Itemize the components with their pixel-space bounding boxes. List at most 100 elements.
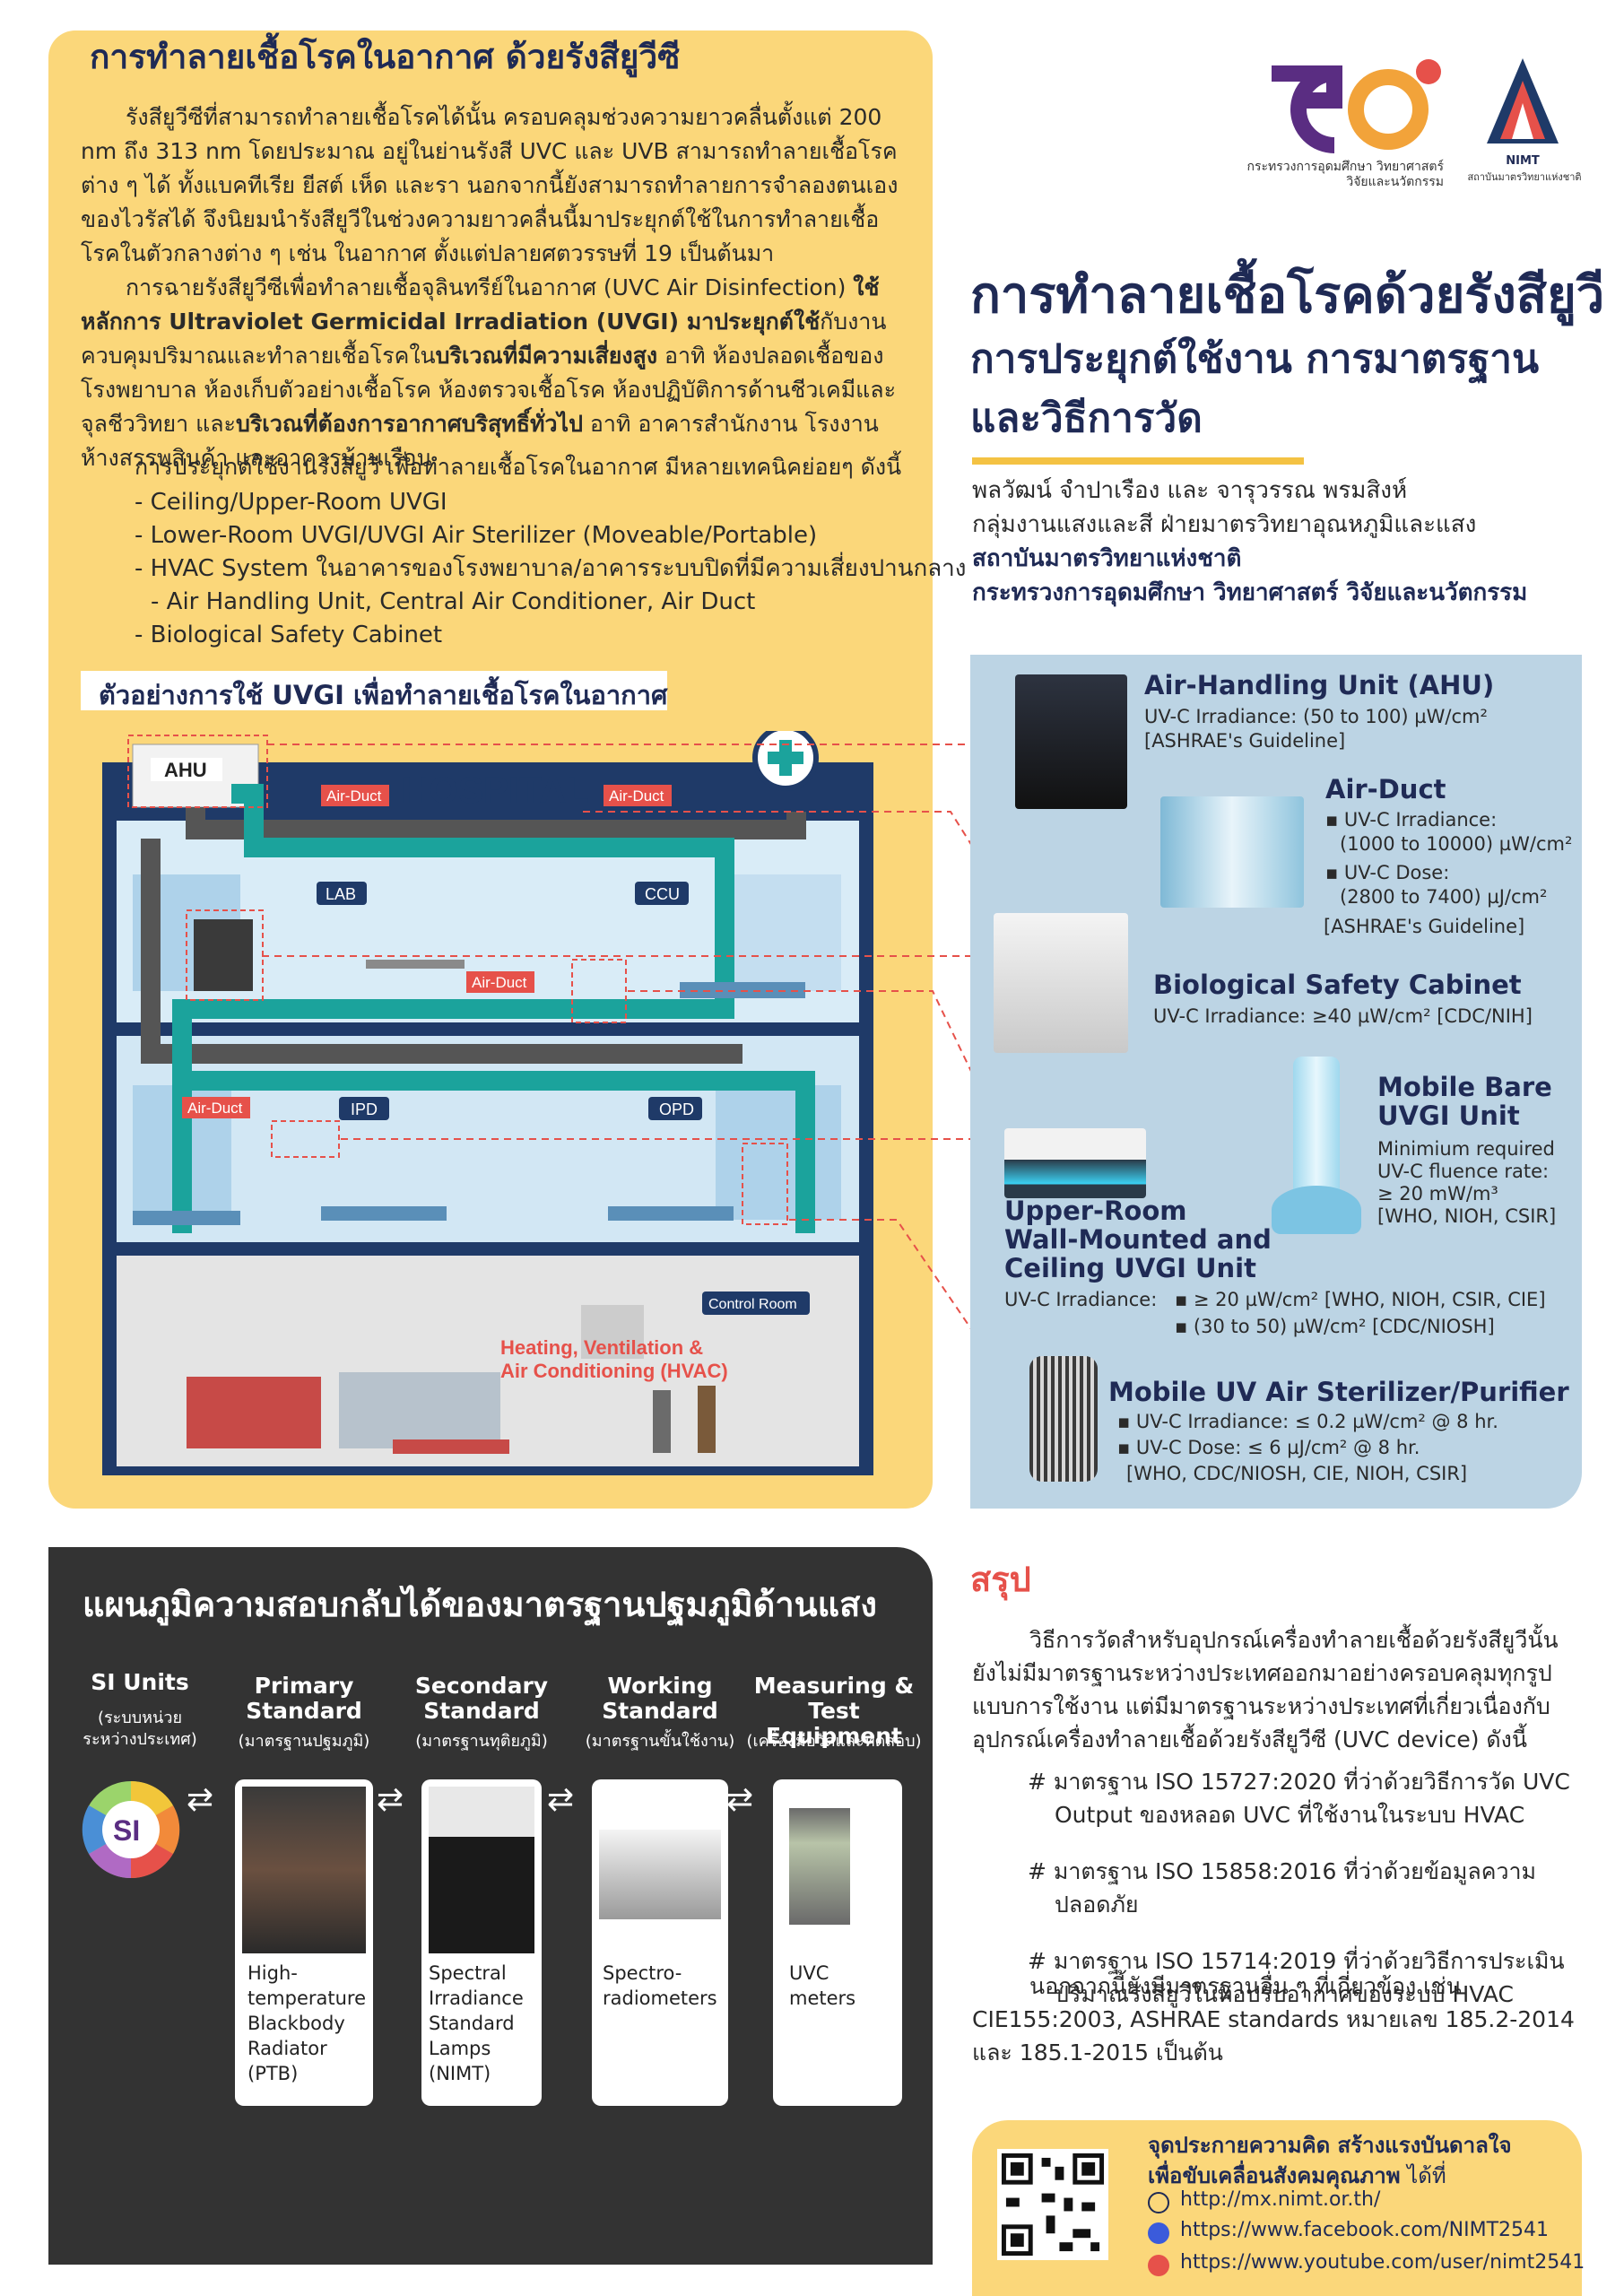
subtitle-line-2: และวิธีการวัด	[970, 396, 1203, 441]
window	[716, 1085, 841, 1220]
working-standard-card	[592, 1779, 728, 2106]
column-sub-secondary: (มาตรฐานทุติยภูมิ)	[415, 1732, 548, 1751]
air-duct-tag	[321, 785, 389, 806]
mobile-bare-spec-3: ≥ 20 mW/m³	[1377, 1183, 1498, 1205]
room-tag-ccu: CCU	[645, 885, 680, 903]
air-duct-tag-label: Air-Duct	[187, 1100, 243, 1117]
ministry-name: กระทรวงการอุดมศึกษา วิทยาศาสตร์ วิจัยและ…	[972, 579, 1528, 606]
list-item: HVAC System ในอาคารของโรงพยาบาล/อาคารระบ…	[135, 552, 967, 586]
ahu-image	[1015, 674, 1127, 809]
hvac-tanks	[393, 1439, 509, 1454]
air-duct-spec-2: (1000 to 10000) µW/cm²	[1340, 833, 1573, 855]
uv-intro-paragraph: รังสียูวีซีที่สามารถทำลายเชื้อโรคได้นั้น…	[81, 104, 899, 266]
uvgi-paragraph: การฉายรังสียูวีซีเพื่อทำลายเชื้อจุลินทรี…	[81, 271, 906, 475]
column-sub-si-2: ระหว่างประเทศ)	[83, 1730, 197, 1749]
arrows-icon: ⇄	[187, 1781, 214, 1818]
bed	[608, 1206, 734, 1221]
traceability-title: แผนภูมิความสอบกลับได้ของมาตรฐานปฐมภูมิด้…	[83, 1585, 877, 1624]
para2-part-c: กับงานควบคุมปริมาณและทำลายเชื้อโรคใน	[81, 309, 887, 369]
working-standard-text: Spectro- radiometers	[603, 1962, 717, 2009]
floor-slab	[117, 1022, 859, 1036]
list-item: Ceiling/Upper-Room UVGI	[135, 486, 966, 519]
duct-grey	[141, 839, 743, 1064]
hvac-label: Heating, Ventilation & Air Conditioning …	[500, 1336, 728, 1382]
hospital-illustration: AHU HOSPITAL Air-Duct Air-Duct Air-Duct …	[102, 731, 873, 1475]
mobile-sterilizer-spec-1: ▪ UV-C Irradiance: ≤ 0.2 µW/cm² @ 8 hr.	[1117, 1411, 1498, 1432]
uv-air-title: การทำลายเชื้อโรคในอากาศ ด้วยรังสียูวีซี	[90, 38, 681, 76]
title-underline	[972, 457, 1304, 465]
air-duct-spec-3: ▪ UV-C Dose:	[1325, 862, 1450, 883]
list-item: มาตรฐาน ISO 15714:2019 ที่ว่าด้วยวิธีการ…	[1028, 1944, 1584, 2011]
upper-room-spec-label: UV-C Irradiance:	[1004, 1289, 1158, 1310]
air-duct-title: Air-Duct	[1325, 774, 1446, 804]
highlight-box	[127, 735, 268, 808]
bed	[680, 982, 805, 998]
applications-intro: การประยุกต์ใช้งานรังสียูวี เพื่อทำลายเชื…	[135, 454, 902, 480]
upper-room-spec-1: ▪ ≥ 20 µW/cm² [WHO, NIOH, CSIR, CIE]	[1175, 1289, 1546, 1310]
uvgi-device	[581, 1305, 644, 1359]
ministry-logo	[1272, 59, 1441, 153]
air-duct-tag	[466, 971, 534, 993]
mobile-sterilizer-spec-2: ▪ UV-C Dose: ≤ 6 µJ/cm² @ 8 hr.	[1117, 1437, 1420, 1458]
highlight-box	[742, 1143, 788, 1225]
ahu-title: Air-Handling Unit (AHU)	[1144, 670, 1495, 700]
upper-room-title-2: Wall-Mounted and	[1004, 1224, 1272, 1255]
lab-desk	[366, 960, 465, 969]
air-duct-tag-label: Air-Duct	[609, 787, 664, 804]
facebook-link[interactable]: https://www.facebook.com/NIMT2541	[1180, 2219, 1550, 2241]
mobile-bare-spec-1: Minimium required	[1377, 1138, 1555, 1160]
room-tag	[339, 1097, 389, 1120]
floor-slab	[117, 1242, 859, 1256]
mobile-bare-source: [WHO, NIOH, CSIR]	[1377, 1205, 1557, 1227]
nimt-label: NIMT	[1506, 154, 1540, 168]
highlight-box	[271, 1120, 340, 1158]
mobile-bare-title-2: UVGI Unit	[1377, 1100, 1520, 1131]
bsc-spec: UV-C Irradiance: ≥40 µW/cm² [CDC/NIH]	[1153, 1005, 1533, 1027]
globe-icon	[1148, 2192, 1169, 2213]
contact-tagline-1: จุดประกายความคิด สร้างแรงบันดาลใจ	[1148, 2133, 1512, 2158]
applications-list: Ceiling/Upper-Room UVGI Lower-Room UVGI/…	[135, 486, 967, 652]
example-label: ตัวอย่างการใช้ UVGI เพื่อทำลายเชื้อโรคใน…	[99, 680, 668, 710]
column-head-primary: Primary Standard	[246, 1673, 362, 1724]
air-duct-spec-4: (2800 to 7400) µJ/cm²	[1340, 886, 1548, 908]
nimt-logo	[1487, 58, 1559, 144]
highlight-box	[571, 959, 627, 1023]
authors: พลวัฒน์ จำปาเรือง และ จารุวรรณ พรมสิงห์	[972, 477, 1408, 504]
para2-part-d: บริเวณที่มีความเสี่ยงสูง	[435, 343, 658, 369]
bsc-image	[994, 913, 1128, 1053]
ahu-source: [ASHRAE's Guideline]	[1144, 730, 1346, 752]
column-head-secondary: Secondary Standard	[414, 1673, 549, 1724]
air-duct-tag-label: Air-Duct	[326, 787, 382, 804]
hospital-name: HOSPITAL	[402, 769, 589, 811]
youtube-link[interactable]: https://www.youtube.com/user/nimt2541	[1180, 2251, 1585, 2274]
website-link[interactable]: http://mx.nimt.or.th/	[1180, 2188, 1381, 2211]
control-room-label: Control Room	[708, 1297, 797, 1312]
example-label-box	[81, 671, 667, 710]
mobile-bare-spec-2: UV-C fluence rate:	[1377, 1161, 1550, 1182]
bed	[133, 1211, 240, 1225]
air-duct-tag	[604, 785, 672, 806]
para2-part-g: อาทิ อาคารสำนักงาน โรงงาน ห้างสรรพสินค้า…	[81, 411, 879, 471]
ahu-label-bg	[151, 758, 222, 781]
ahu-spec: UV-C Irradiance: (50 to 100) µW/cm²	[1144, 706, 1488, 727]
air-duct-spec-1: ▪ UV-C Irradiance:	[1325, 809, 1498, 831]
room-tag-opd: OPD	[659, 1100, 694, 1118]
list-item: Biological Safety Cabinet	[135, 619, 966, 652]
cabinet	[194, 919, 253, 991]
upper-room-uvgi-image	[1004, 1128, 1146, 1198]
column-head-si: SI Units	[91, 1669, 189, 1695]
standards-list: มาตรฐาน ISO 15727:2020 ที่ว่าด้วยวิธีการ…	[1028, 1765, 1584, 2034]
contact-tagline-2: เพื่อขับเคลื่อนสังคมคุณภาพ ได้ที่	[1148, 2158, 1446, 2193]
air-duct-image	[1160, 796, 1304, 908]
air-duct-tag	[182, 1097, 250, 1118]
conclusion-paragraph: วิธีการวัดสำหรับอุปกรณ์เครื่องทำลายเชื้อ…	[972, 1627, 1559, 1752]
blackbody-image	[242, 1787, 366, 1953]
qr-code-icon[interactable]	[997, 2149, 1108, 2260]
engineer	[653, 1390, 671, 1453]
column-head-working: Working Standard	[602, 1673, 718, 1724]
list-item: มาตรฐาน ISO 15727:2020 ที่ว่าด้วยวิธีการ…	[1028, 1765, 1584, 1831]
nimt-sub-label: สถาบันมาตรวิทยาแห่งชาติ	[1467, 171, 1582, 183]
mobile-sterilizer-source: [WHO, CDC/NIOSH, CIE, NIOH, CSIR]	[1126, 1463, 1468, 1484]
column-sub-measuring: (เครื่องมือวัดและทดสอบ)	[746, 1732, 922, 1751]
facebook-icon	[1148, 2222, 1169, 2244]
